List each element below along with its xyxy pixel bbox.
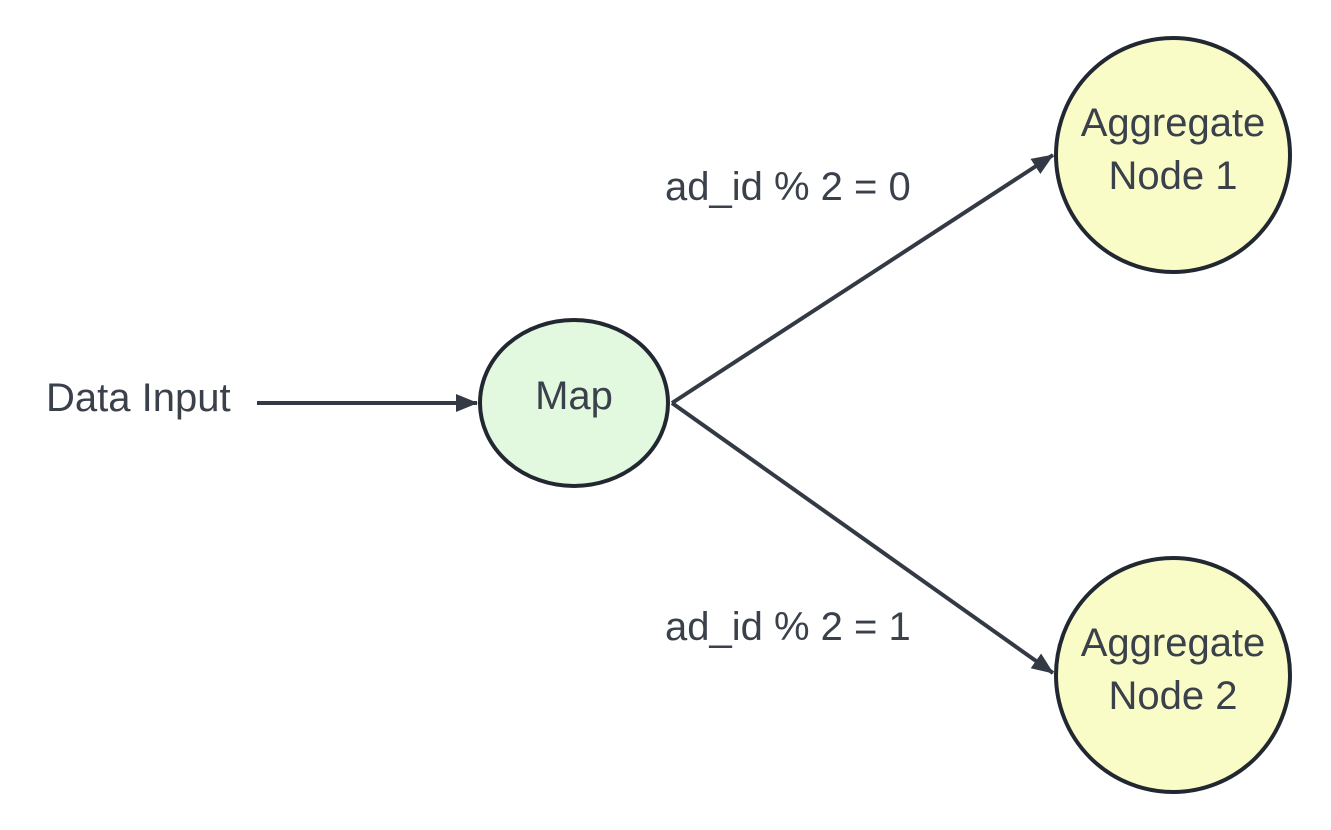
aggregate-node-2-label-line1: Aggregate xyxy=(1081,621,1266,665)
aggregate-node-2-label-line2: Node 2 xyxy=(1109,674,1238,718)
aggregate-node-1-shape xyxy=(1054,36,1292,274)
aggregate-node-1: Aggregate Node 1 xyxy=(1054,36,1292,274)
map-node-shape xyxy=(478,318,670,488)
map-to-node-2-arrow xyxy=(670,401,1055,675)
aggregate-node-1-label-line1: Aggregate xyxy=(1081,101,1266,145)
edge-label-node-2: ad_id % 2 = 1 xyxy=(665,605,911,649)
data-input-label: Data Input xyxy=(46,376,231,420)
map-to-node-1-arrow xyxy=(670,153,1055,405)
map-node-label: Map xyxy=(535,374,613,418)
edge-label-node-1: ad_id % 2 = 0 xyxy=(665,165,911,209)
aggregate-node-2-shape xyxy=(1054,556,1292,794)
aggregate-node-1-label-line2: Node 1 xyxy=(1109,154,1238,198)
map-node: Map xyxy=(478,318,670,488)
aggregate-node-2: Aggregate Node 2 xyxy=(1054,556,1292,794)
